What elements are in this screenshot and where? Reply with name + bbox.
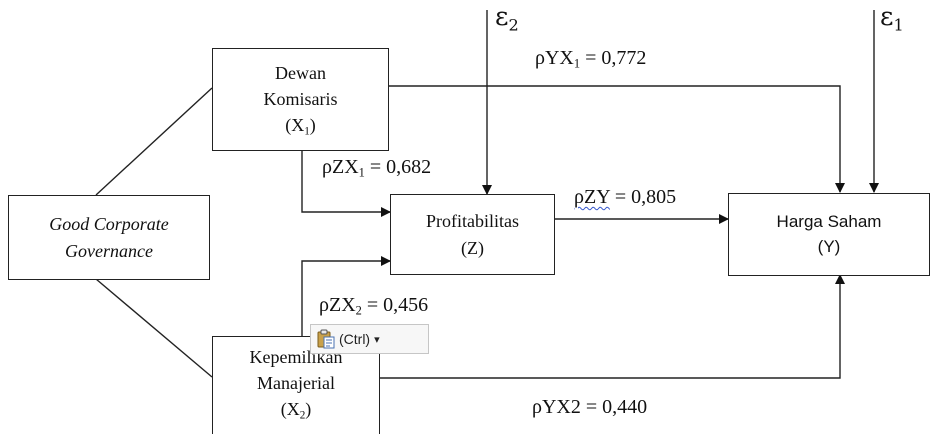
epsilon-1-label: ε1 xyxy=(880,2,904,35)
x1-variable: (X1) xyxy=(285,114,316,138)
x1-line1: Dewan xyxy=(275,62,326,83)
gcg-to-x2-line xyxy=(95,278,213,378)
gcg-to-x1-line xyxy=(95,87,213,196)
paste-options-button[interactable]: (Ctrl) ▾ xyxy=(310,324,429,354)
coef-zx1-label: ρZX1 = 0,682 xyxy=(322,156,432,180)
arrow-x2-to-z xyxy=(301,256,391,336)
paste-options-label: (Ctrl) xyxy=(339,331,371,347)
node-harga-saham: Harga Saham (Y) xyxy=(728,193,930,276)
coef-yx1-label: ρYX1 = 0,772 xyxy=(535,47,647,71)
epsilon-2-label: ε2 xyxy=(495,2,519,35)
arrow-x1-to-y xyxy=(388,85,845,193)
y-line1: Harga Saham xyxy=(776,211,882,231)
z-line2: (Z) xyxy=(461,237,484,258)
z-line1: Profitabilitas xyxy=(426,211,519,232)
chevron-down-icon: ▾ xyxy=(374,333,380,346)
y-line2: (Y) xyxy=(817,236,841,256)
coef-zy-label: ρZY = 0,805 xyxy=(574,186,677,208)
coef-zx2-label: ρZX2 = 0,456 xyxy=(319,294,429,318)
x2-line2: Manajerial xyxy=(257,373,335,394)
clipboard-icon xyxy=(316,329,335,349)
x1-line2: Komisaris xyxy=(263,88,338,109)
node-good-corporate-governance: Good Corporate Governance xyxy=(8,195,210,280)
x2-variable: (X2) xyxy=(280,399,312,422)
node-profitabilitas: Profitabilitas (Z) xyxy=(390,194,555,275)
arrow-x1-to-z xyxy=(301,150,391,217)
gcg-line2: Governance xyxy=(65,240,153,261)
node-dewan-komisaris: Dewan Komisaris (X1) xyxy=(212,48,389,151)
gcg-line1: Good Corporate xyxy=(49,214,169,235)
arrow-x2-to-y xyxy=(379,274,845,379)
coef-yx2-label: ρYX2 = 0,440 xyxy=(532,396,648,418)
